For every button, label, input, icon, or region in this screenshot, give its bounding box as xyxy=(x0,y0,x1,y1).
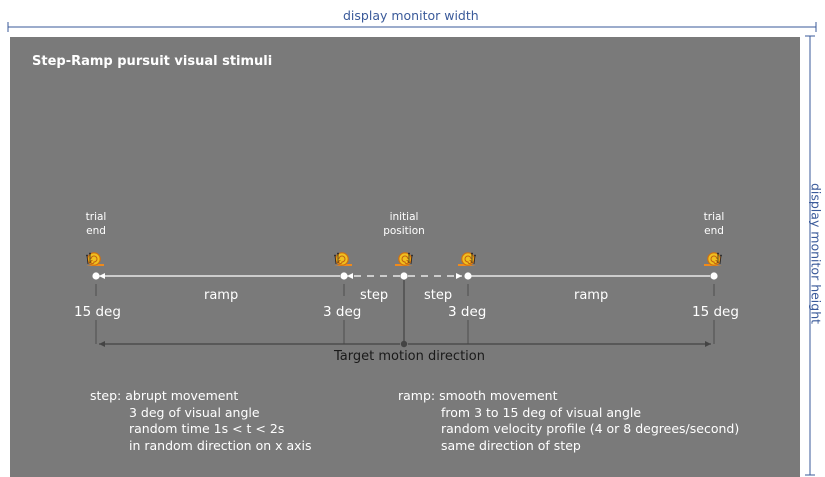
step-notes: step: abrupt movement 3 deg of visual an… xyxy=(90,388,312,453)
stimulus-diagram xyxy=(92,272,718,348)
ramp-left-label: ramp xyxy=(204,288,239,303)
trial-end-right-label: trial end xyxy=(703,211,725,237)
snail-icon xyxy=(704,252,722,266)
target-dot-initial xyxy=(400,272,408,280)
ramp-notes: ramp: smooth movement from 3 to 15 deg o… xyxy=(398,388,740,453)
degree-label-near-right: 3 deg xyxy=(448,304,487,320)
target-dot-far-right xyxy=(710,272,718,280)
step-right-label: step xyxy=(424,288,453,303)
target-dot-near-right xyxy=(464,272,472,280)
snail-icon xyxy=(86,252,104,266)
monitor-height-label: display monitor height xyxy=(808,182,824,325)
stimulus-panel: Step-Ramp pursuit visual stimuli xyxy=(10,37,800,477)
degree-label-far-right: 15 deg xyxy=(692,304,739,320)
degree-label-far-left: 15 deg xyxy=(74,304,121,320)
initial-position-label: initial position xyxy=(383,211,425,237)
trial-end-left-label: trial end xyxy=(85,211,107,237)
snail-icon xyxy=(334,252,352,266)
ramp-right-label: ramp xyxy=(574,288,609,303)
step-left-label: step xyxy=(360,288,389,303)
target-dot-far-left xyxy=(92,272,100,280)
snail-icon xyxy=(395,252,413,266)
snail-icon xyxy=(458,252,476,266)
motion-direction-label: Target motion direction xyxy=(334,349,485,364)
degree-label-near-left: 3 deg xyxy=(323,304,362,320)
target-dot-near-left xyxy=(340,272,348,280)
panel-title: Step-Ramp pursuit visual stimuli xyxy=(32,54,273,69)
monitor-width-label: display monitor width xyxy=(339,8,483,23)
